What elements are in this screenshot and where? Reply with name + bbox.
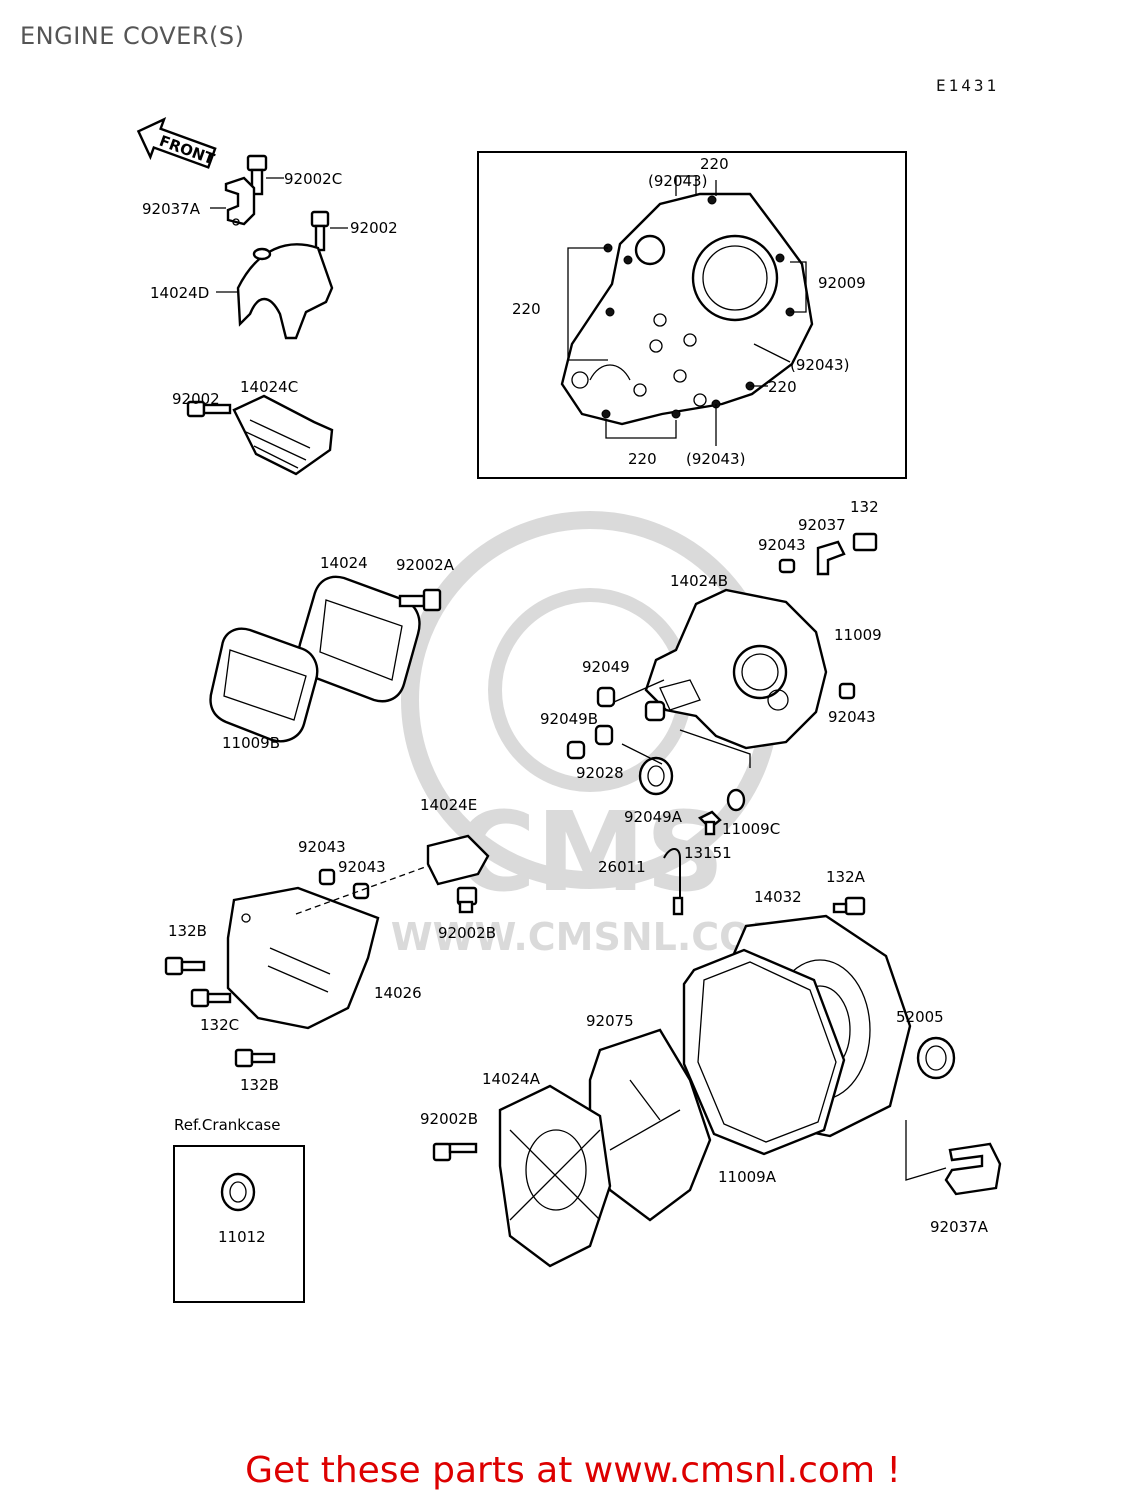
leader-dash bbox=[295, 865, 429, 915]
part-14024d-cover bbox=[216, 243, 334, 340]
label-11012: 11012 bbox=[218, 1228, 266, 1246]
part-14024c-cover bbox=[186, 394, 334, 476]
label-92043-a: (92043) bbox=[648, 172, 707, 190]
label-13151: 13151 bbox=[684, 844, 732, 862]
part-92002-bolt-top bbox=[310, 210, 348, 252]
part-92002c-bolt bbox=[246, 154, 284, 196]
part-seals-92049 bbox=[566, 686, 746, 812]
label-14024d: 14024D bbox=[150, 284, 209, 302]
label-14032: 14032 bbox=[754, 888, 802, 906]
label-14024c: 14024C bbox=[240, 378, 298, 396]
part-11009b-gasket bbox=[209, 627, 319, 743]
label-11009: 11009 bbox=[834, 626, 882, 644]
label-92049b: 92049B bbox=[540, 710, 598, 728]
label-11009c: 11009C bbox=[722, 820, 780, 838]
part-132b-132c-bolts bbox=[164, 956, 276, 1068]
label-220-b: 220 bbox=[512, 300, 541, 318]
label-14024b: 14024B bbox=[670, 572, 728, 590]
label-220-c: 220 bbox=[768, 378, 797, 396]
label-92002-mid: 92002 bbox=[172, 390, 220, 408]
label-11009b: 11009B bbox=[222, 734, 280, 752]
label-14024e: 14024E bbox=[420, 796, 477, 814]
label-92002b-b: 92002B bbox=[420, 1110, 478, 1128]
label-92043-c: (92043) bbox=[686, 450, 745, 468]
label-92043-f: 92043 bbox=[298, 838, 346, 856]
part-14024a-cover bbox=[498, 1084, 612, 1268]
label-92043-b: (92043) bbox=[790, 356, 849, 374]
label-92037a-top: 92037A bbox=[142, 200, 201, 218]
footer-promo-link[interactable]: Get these parts at www.cmsnl.com ! bbox=[245, 1450, 901, 1491]
label-92002-top: 92002 bbox=[350, 219, 398, 237]
part-92043-pins-left bbox=[318, 868, 370, 900]
label-92037a-bottom: 92037A bbox=[930, 1218, 989, 1236]
part-52005-seal bbox=[916, 1036, 956, 1080]
part-26011-lead bbox=[663, 848, 684, 916]
label-220-a: 220 bbox=[700, 155, 729, 173]
label-132a: 132A bbox=[826, 868, 866, 886]
label-92002b-a: 92002B bbox=[438, 924, 496, 942]
part-crankcase-gasket-outline bbox=[560, 175, 814, 446]
part-11009-cover bbox=[644, 588, 828, 750]
part-14024-cover bbox=[297, 575, 442, 703]
label-92043-g: 92043 bbox=[338, 858, 386, 876]
label-11009a: 11009A bbox=[718, 1168, 777, 1186]
label-220-d: 220 bbox=[628, 450, 657, 468]
label-92009: 92009 bbox=[818, 274, 866, 292]
label-26011: 26011 bbox=[598, 858, 646, 876]
part-11009a-gasket bbox=[682, 948, 846, 1156]
part-14026-cover bbox=[226, 886, 380, 1030]
label-14024: 14024 bbox=[320, 554, 368, 572]
label-132c: 132C bbox=[200, 1016, 239, 1034]
label-92075: 92075 bbox=[586, 1012, 634, 1030]
label-ref-crankcase: Ref.Crankcase bbox=[174, 1116, 280, 1134]
part-11012-plug bbox=[220, 1172, 256, 1212]
label-92028: 92028 bbox=[576, 764, 624, 782]
label-92049: 92049 bbox=[582, 658, 630, 676]
parts-diagram: FRONT bbox=[136, 117, 1002, 1303]
label-92002c: 92002C bbox=[284, 170, 342, 188]
label-52005: 52005 bbox=[896, 1008, 944, 1026]
gasket-detail-box bbox=[477, 151, 907, 479]
part-92075-plate bbox=[588, 1028, 712, 1222]
label-132b-a: 132B bbox=[168, 922, 207, 940]
leader-lines-right-cover bbox=[613, 679, 751, 768]
label-92043-d: 92043 bbox=[758, 536, 806, 554]
front-arrow: FRONT bbox=[136, 117, 218, 169]
label-92037: 92037 bbox=[798, 516, 846, 534]
label-92049a: 92049A bbox=[624, 808, 683, 826]
part-92043-dowels bbox=[778, 558, 856, 700]
label-132b-b: 132B bbox=[240, 1076, 279, 1094]
label-14026: 14026 bbox=[374, 984, 422, 1002]
label-14024a: 14024A bbox=[482, 1070, 541, 1088]
ref-crankcase-box bbox=[173, 1145, 305, 1303]
diagram-code: E1431 bbox=[936, 76, 1000, 95]
front-arrow-shape bbox=[136, 117, 217, 169]
part-132a-bolt bbox=[832, 896, 866, 916]
page-title: ENGINE COVER(S) bbox=[20, 22, 245, 50]
label-92043-e: 92043 bbox=[828, 708, 876, 726]
part-92037a-bracket-bottom bbox=[905, 1120, 1002, 1196]
part-92037-bracket bbox=[816, 532, 878, 576]
part-14024e-cover bbox=[426, 834, 490, 914]
label-132: 132 bbox=[850, 498, 879, 516]
label-92002a: 92002A bbox=[396, 556, 455, 574]
part-92037a-bracket bbox=[210, 176, 256, 226]
part-92002b-bolt-bottom bbox=[432, 1142, 478, 1162]
part-13151-switch bbox=[697, 810, 722, 836]
